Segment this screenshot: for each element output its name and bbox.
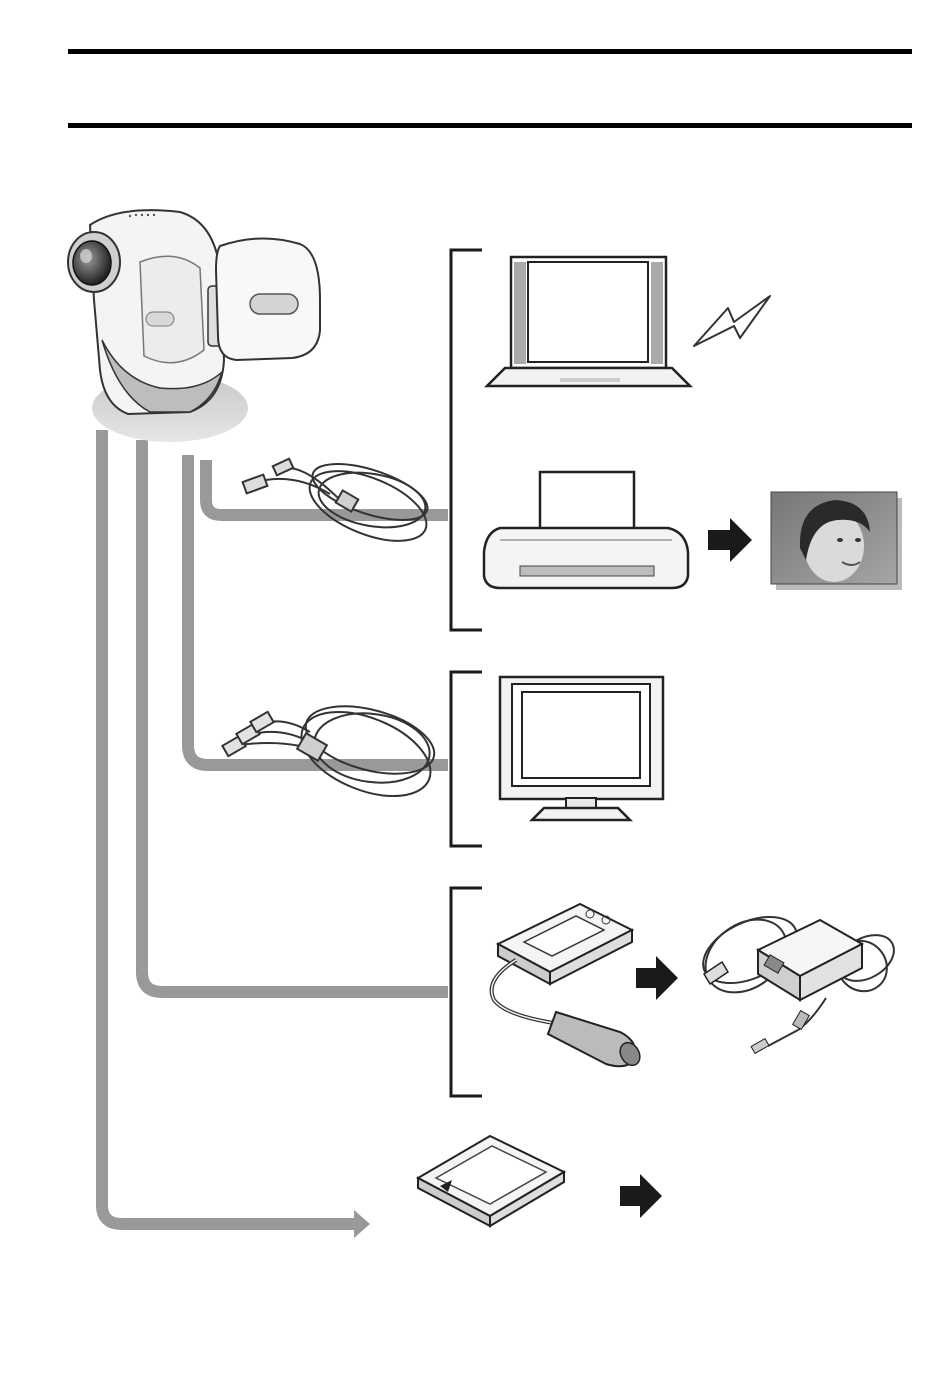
- route-lines: [102, 430, 448, 1224]
- right-arrow-icon: [620, 518, 752, 1218]
- bracket-tv: [451, 672, 482, 846]
- sd-card-icon: [418, 1136, 564, 1226]
- bracket-power: [451, 888, 482, 1096]
- battery-adapter-icon: [492, 904, 644, 1069]
- brackets: [451, 250, 482, 1096]
- arrow-printer-to-photo: [708, 518, 752, 562]
- camcorder-icon: [68, 210, 320, 442]
- route-to-tv: [188, 455, 448, 765]
- laptop-computer-icon: [487, 257, 690, 386]
- arrow-dock-to-adapter: [636, 956, 678, 1000]
- usb-cable-icon: [243, 453, 436, 556]
- ac-adapter-icon: [692, 903, 902, 1053]
- portrait-photo-icon: [771, 492, 902, 590]
- lightning-bolt-icon: [694, 296, 770, 346]
- arrow-card-to-next: [620, 1174, 662, 1218]
- memory-card-arrowhead: [354, 1210, 370, 1238]
- television-icon: [500, 677, 663, 820]
- printer-icon: [484, 472, 688, 588]
- bracket-pc-printer: [451, 250, 482, 630]
- av-cable-icon: [222, 694, 442, 813]
